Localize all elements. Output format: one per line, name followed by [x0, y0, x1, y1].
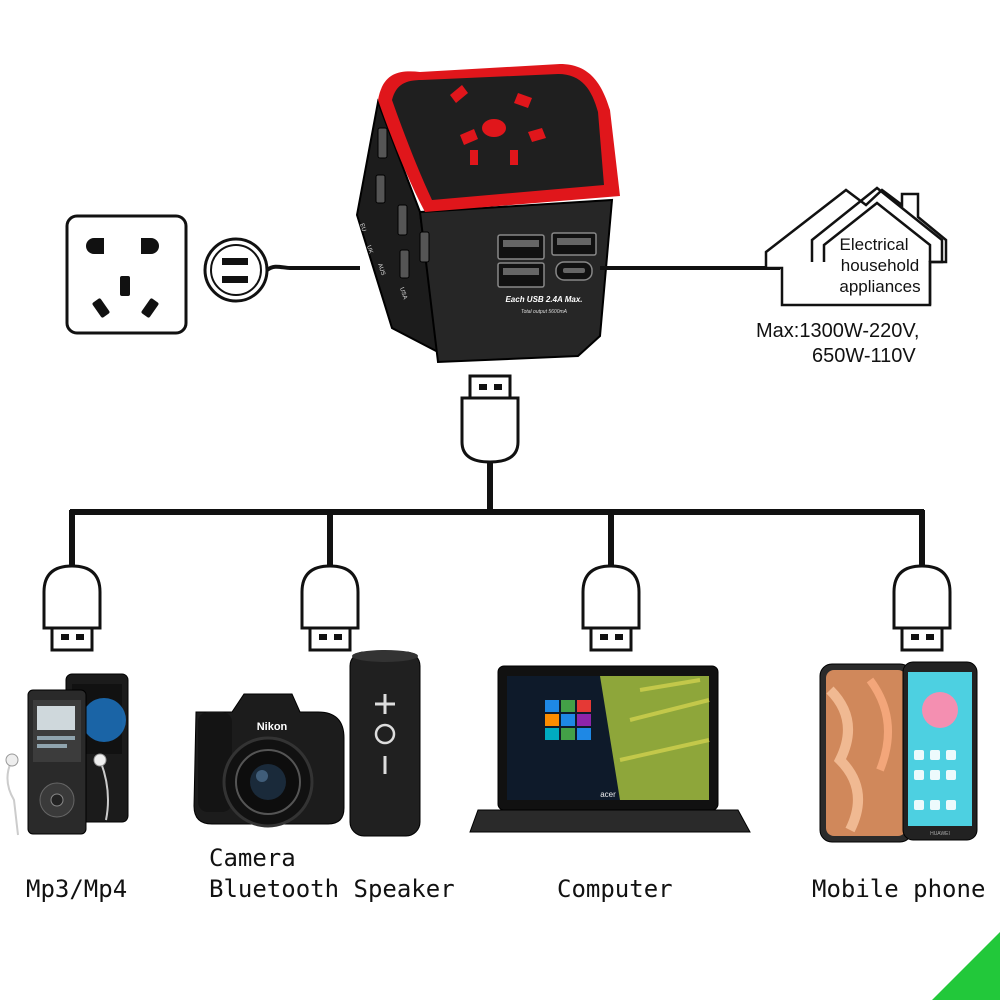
side-label-aus: AUS	[376, 263, 386, 277]
side-label-usa: USA	[398, 287, 408, 301]
house-label-line3: appliances	[839, 277, 920, 296]
usb-connectors	[42, 510, 952, 652]
wall-socket-icon	[65, 214, 188, 335]
plug-icon	[203, 237, 360, 303]
bluetooth-speaker-image	[349, 650, 421, 837]
label-computer: Computer	[557, 875, 673, 903]
usb-connector-top	[460, 374, 520, 512]
usb-rating-label: Each USB 2.4A Max.	[505, 295, 582, 304]
label-mobile-phone: Mobile phone	[812, 875, 985, 903]
usb-connector-mp3	[42, 510, 102, 652]
plug-sliders	[375, 127, 430, 279]
usb-connector-computer	[581, 510, 641, 652]
label-bluetooth-speaker: Bluetooth Speaker	[209, 875, 455, 903]
phones-image: HUAWEI	[819, 661, 978, 843]
phone-brand: HUAWEI	[930, 831, 950, 837]
side-label-eu: EU	[358, 223, 366, 233]
usb-total-label: Total output 5600mA	[521, 309, 568, 315]
label-camera: Camera	[209, 844, 296, 872]
house-label-line1: Electrical	[840, 235, 909, 254]
corner-triangle	[932, 932, 1000, 1000]
laptop-brand: acer	[600, 790, 616, 799]
mp3-player-image	[5, 673, 129, 836]
house-label-line2: household	[841, 256, 919, 275]
socket-holes	[450, 85, 546, 165]
label-mp3-mp4: Mp3/Mp4	[26, 875, 127, 903]
travel-adapter: EU UK AUS USA Each USB 2.4A Max. Total o…	[355, 64, 620, 364]
usb-connector-phone	[892, 510, 952, 652]
house-icon	[764, 186, 948, 307]
max-power-line1: Max:1300W-220V,	[756, 320, 919, 342]
usb-connector-camera	[300, 510, 360, 652]
usb-ports	[497, 232, 597, 288]
max-power-line2: 650W-110V	[812, 345, 916, 367]
camera-image: Nikon	[193, 693, 345, 828]
laptop-image: acer	[469, 665, 751, 833]
side-label-uk: UK	[365, 245, 373, 255]
camera-brand: Nikon	[257, 721, 288, 733]
